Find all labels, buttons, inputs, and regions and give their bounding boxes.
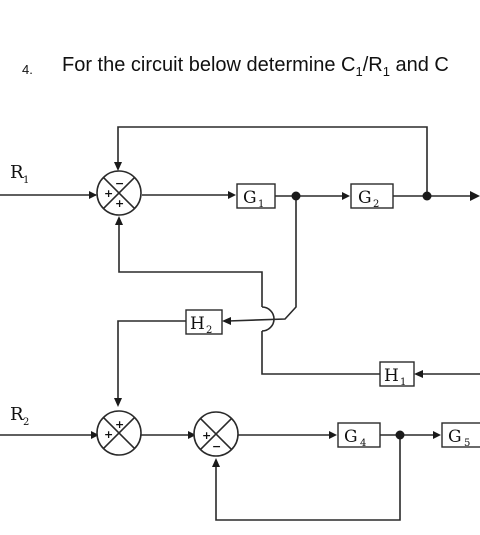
- wire-outer-feedback: [117, 126, 428, 196]
- block-g1-letter: G: [243, 188, 257, 208]
- block-g5: G 5: [441, 422, 480, 449]
- sum3-bottom-sign: −: [212, 440, 221, 453]
- block-h2-sub: 2: [206, 325, 212, 336]
- sum1-bottom-sign: +: [115, 197, 124, 210]
- block-g2-sub: 2: [373, 199, 379, 210]
- block-g4-sub: 4: [360, 438, 366, 449]
- block-h2: H 2: [185, 309, 223, 336]
- junction-dot-g2: [422, 191, 432, 201]
- input-r1-letter: R: [10, 162, 24, 183]
- block-h1: H 1: [379, 361, 415, 388]
- sum1-left-sign: +: [104, 187, 113, 200]
- block-g4-letter: G: [344, 427, 358, 447]
- question-number: 4.: [22, 62, 33, 77]
- junction-dot-g1: [291, 191, 301, 201]
- block-h1-sub: 1: [400, 377, 406, 388]
- input-r2-sub: 2: [23, 417, 29, 428]
- input-r2-letter: R: [10, 404, 24, 425]
- wire-h1-line: [261, 331, 380, 375]
- wire-g1-to-h2: [227, 196, 297, 322]
- wire-h2-to-s2: [117, 320, 186, 398]
- block-g4: G 4: [337, 422, 381, 449]
- summing-point-2: + +: [96, 410, 142, 456]
- summing-point-1: − + +: [96, 170, 142, 216]
- block-g1: G 1: [236, 183, 276, 210]
- input-r1-sub: 1: [23, 175, 29, 186]
- block-h2-letter: H: [190, 314, 205, 334]
- sum2-top-sign: +: [115, 418, 124, 431]
- wire-crossover: [261, 306, 275, 332]
- junction-dot-g4: [395, 430, 405, 440]
- question-line: 4. For the circuit below determine C1/R1…: [0, 52, 480, 82]
- wire-inner-feedback: [215, 435, 401, 521]
- block-g5-letter: G: [448, 427, 462, 447]
- wire-feed-to-s1-bottom: [118, 221, 263, 307]
- input-label-r2: R 2: [10, 404, 29, 428]
- block-g2: G 2: [350, 183, 394, 210]
- input-label-r1: R 1: [10, 162, 29, 186]
- sum1-top-sign: −: [115, 177, 124, 190]
- question-text: For the circuit below determine C1/R1 an…: [62, 54, 449, 79]
- summing-point-3: + −: [193, 411, 239, 457]
- block-g1-sub: 1: [258, 199, 264, 210]
- sum2-left-sign: +: [104, 428, 113, 441]
- block-g2-letter: G: [358, 188, 372, 208]
- block-h1-letter: H: [384, 366, 399, 386]
- block-g5-sub: 5: [464, 438, 470, 449]
- sum3-left-sign: +: [202, 429, 211, 442]
